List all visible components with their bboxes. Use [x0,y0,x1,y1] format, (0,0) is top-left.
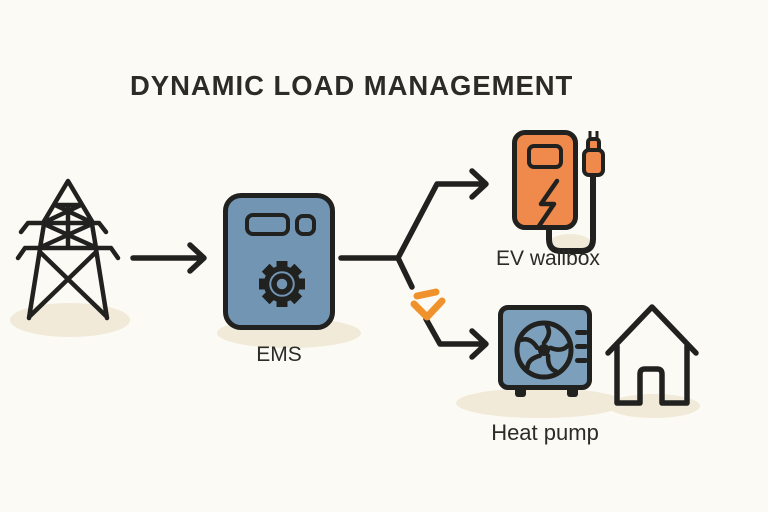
heat-pump-vent-dash [575,344,588,349]
heat-pump-device [498,305,592,397]
heat-pump-vent-dash [575,358,588,363]
wallbox-shadow [549,234,591,252]
transmission-tower-icon [15,178,121,321]
heat-pump-shadow [456,388,624,418]
fan-icon [514,320,574,380]
arrow-tower-to-ems [130,242,207,274]
heat-pump-vent-dash [575,330,588,335]
ems-device [223,193,335,330]
heat-pump-foot [515,385,526,397]
house-icon [605,304,699,406]
arrow-ems-to-heat-pump [395,255,489,360]
heat-pump-foot [567,385,578,397]
ems-button-slot [295,214,316,236]
heat-pump-label: Heat pump [491,420,599,445]
orange-down-chevron-icon [410,288,446,321]
wallbox-screen [527,144,563,169]
ev-wallbox-label: EV wallbox [496,247,600,270]
arrow-ems-to-wallbox [338,168,489,261]
ems-label: EMS [256,343,302,366]
diagram-title: DYNAMIC LOAD MANAGEMENT [130,70,574,101]
ems-display-slot [245,213,290,236]
charging-plug-icon [546,131,605,254]
ev-wallbox-device [512,130,578,230]
house-shadow [608,394,700,418]
lightning-bolt-icon [536,178,560,229]
gear-icon [259,261,305,307]
